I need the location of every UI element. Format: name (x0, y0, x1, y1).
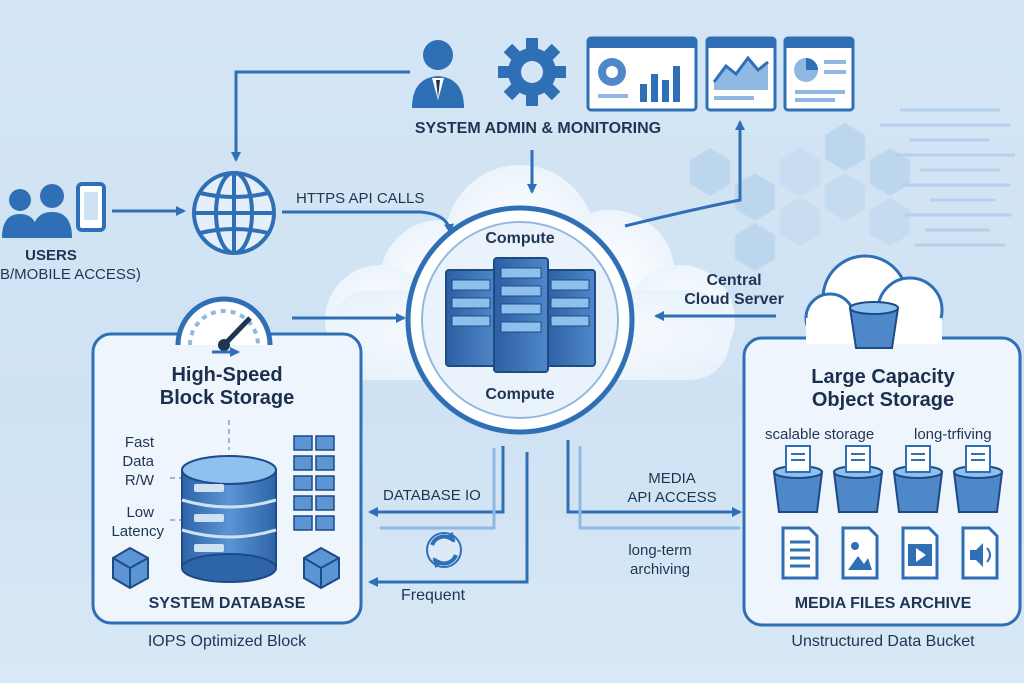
cube-icon (112, 546, 149, 590)
sync-cycle-icon (426, 531, 462, 569)
gear-icon (498, 38, 566, 106)
media-archive-label: MEDIA FILES ARCHIVE (794, 595, 972, 612)
audio-file-icon (961, 526, 999, 580)
speedometer-icon (175, 296, 273, 357)
pie-monitor-icon (783, 36, 855, 112)
bucket-icon (772, 445, 824, 513)
iops-caption: IOPS Optimized Block (147, 633, 307, 650)
compute-bottom-label: Compute (485, 386, 555, 403)
bucket-icon (892, 445, 944, 513)
users-icon (2, 184, 72, 238)
server-rack-icon (445, 257, 596, 373)
database-cylinder-icon (181, 455, 277, 583)
users-label: USERS (25, 247, 77, 264)
https-api-label: HTTPS API CALLS (296, 190, 425, 207)
data-stream-lines (880, 108, 1015, 247)
bucket-icon (832, 445, 884, 513)
video-file-icon (901, 526, 939, 580)
users-access-label: B/MOBILE ACCESS) (0, 266, 141, 283)
cube-icon (303, 546, 340, 590)
admin-label: SYSTEM ADMIN & MONITORING (414, 120, 662, 137)
rw-label: R/W (124, 472, 154, 489)
api-access-label: API ACCESS (627, 489, 717, 506)
system-database-label: SYSTEM DATABASE (148, 595, 306, 612)
cloud-server-label: Cloud Server (684, 291, 784, 308)
data-label: Data (122, 453, 154, 470)
image-file-icon (841, 526, 879, 580)
hexagon-pattern (689, 122, 911, 272)
admin-person-icon (412, 40, 464, 108)
bucket-icon (952, 445, 1004, 513)
scalable-storage-label: scalable storage (765, 426, 875, 443)
central-label: Central (706, 272, 762, 289)
compute-top-label: Compute (485, 230, 555, 247)
object-storage-title-1: Large Capacity (811, 366, 955, 388)
bucket-row (772, 445, 1004, 513)
light-connectors (380, 446, 740, 530)
long-term-label: long-term (628, 542, 692, 559)
file-icon-row (781, 526, 999, 580)
object-storage-title-2: Object Storage (811, 389, 955, 411)
unstructured-caption: Unstructured Data Bucket (791, 633, 975, 650)
low-label: Low (126, 504, 154, 521)
block-storage-title-2: Block Storage (159, 387, 295, 409)
block-storage-title-1: High-Speed (171, 364, 283, 386)
database-io-label: DATABASE IO (383, 487, 481, 504)
mobile-phone-icon (76, 182, 106, 232)
media-label: MEDIA (648, 470, 696, 487)
globe-icon (192, 171, 276, 255)
latency-label: Latency (111, 523, 164, 540)
bucket-cloud-icon (804, 254, 944, 349)
archiving-label: archiving (629, 561, 691, 578)
long-term-storage-label: long-trfiving (914, 426, 992, 443)
block-grid-icon (293, 435, 335, 531)
document-file-icon (781, 526, 819, 580)
dashboard-monitor-icon (586, 36, 698, 112)
connectors (112, 70, 776, 587)
frequent-label: Frequent (401, 587, 466, 604)
chart-monitor-icon (705, 36, 777, 112)
fast-label: Fast (124, 434, 154, 451)
